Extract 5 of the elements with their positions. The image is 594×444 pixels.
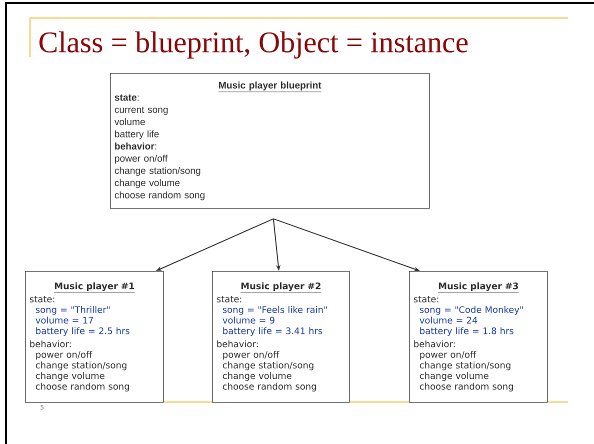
- object-box: Music player #3 state: song = "Code Monkey" volume = 24 battery life = 1.8 hrs behavior: power on/off change station/song change volume choose random song: [409, 271, 548, 403]
- object-box: Music player #2 state: song = "Feels like rain" volume = 9 battery life = 3.41 hrs behavior: power on/off change station/song change volume choose random song: [212, 271, 350, 403]
- class-box: Music player blueprint state: current song volume battery life behavior: power on/off change station/song change volume choose random song: [110, 73, 430, 209]
- object-box: Music player #1 state: song = "Thriller" volume = 17 battery life = 2.5 hrs behavior: power on/off change station/song change volume choose random song: [25, 271, 164, 403]
- slide-title: Class = blueprint, Object = instance: [39, 31, 468, 59]
